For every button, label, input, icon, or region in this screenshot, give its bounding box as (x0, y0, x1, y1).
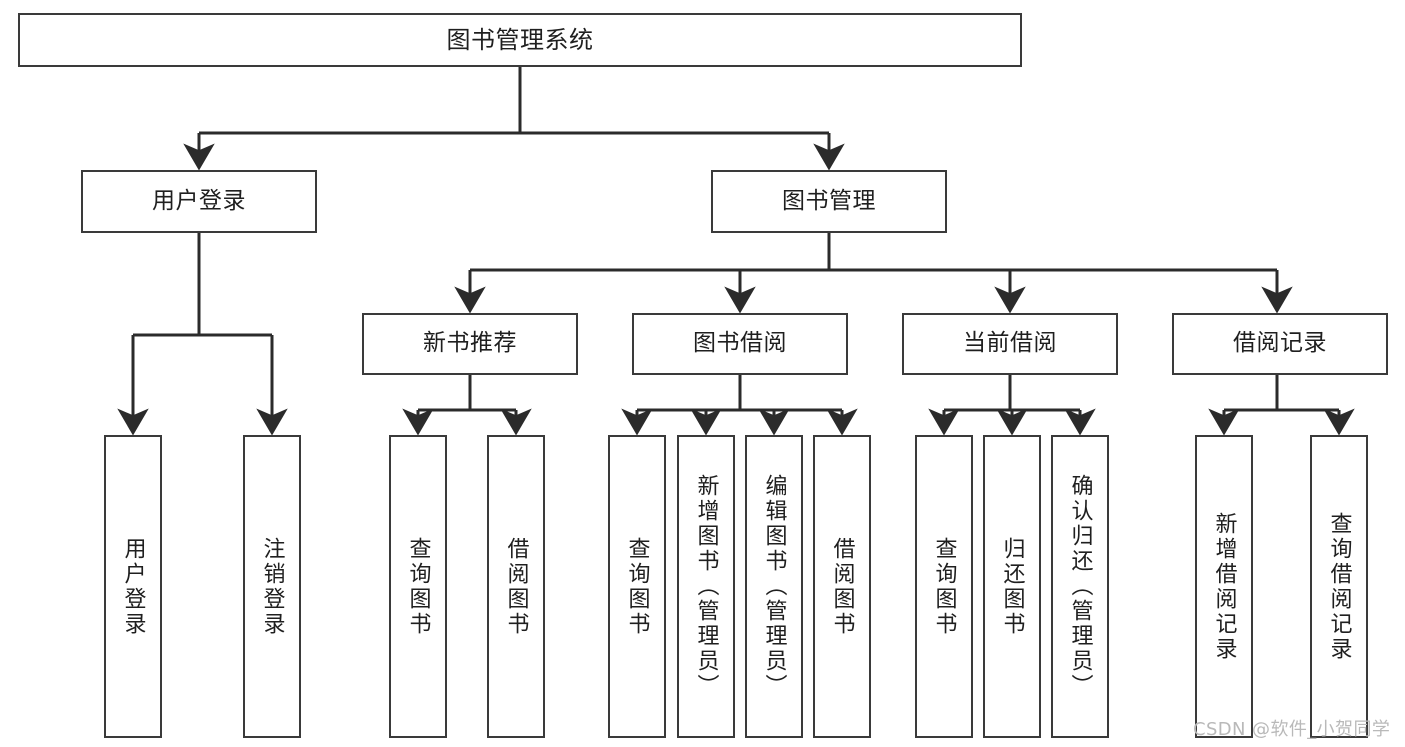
leaf-logout[interactable]: 注销登录 (243, 435, 301, 738)
leaf-query-borrow-record[interactable]: 查询借阅记录 (1310, 435, 1368, 738)
leaf-add-borrow-record-label: 新增借阅记录 (1211, 511, 1237, 662)
node-borrow-record[interactable]: 借阅记录 (1172, 313, 1388, 375)
node-new-book-recommend[interactable]: 新书推荐 (362, 313, 578, 375)
node-current-borrow[interactable]: 当前借阅 (902, 313, 1118, 375)
leaf-add-book-admin[interactable]: 新增图书（管理员） (677, 435, 735, 738)
node-root[interactable]: 图书管理系统 (18, 13, 1022, 67)
leaf-borrow-book-label: 借阅图书 (829, 536, 855, 637)
node-user-login-label: 用户登录 (152, 187, 246, 214)
leaf-query-book-new[interactable]: 查询图书 (389, 435, 447, 738)
leaf-logout-label: 注销登录 (259, 536, 285, 637)
leaf-confirm-return-admin[interactable]: 确认归还（管理员） (1051, 435, 1109, 738)
leaf-borrow-book-new[interactable]: 借阅图书 (487, 435, 545, 738)
node-user-login[interactable]: 用户登录 (81, 170, 317, 233)
leaf-edit-book-admin[interactable]: 编辑图书（管理员） (745, 435, 803, 738)
leaf-query-borrow-record-label: 查询借阅记录 (1326, 511, 1352, 662)
leaf-query-book-borrow[interactable]: 查询图书 (608, 435, 666, 738)
leaf-borrow-book-new-label: 借阅图书 (503, 536, 529, 637)
node-new-book-recommend-label: 新书推荐 (423, 330, 517, 357)
leaf-query-book-current[interactable]: 查询图书 (915, 435, 973, 738)
leaf-query-book-new-label: 查询图书 (405, 536, 431, 637)
leaf-query-book-current-label: 查询图书 (931, 536, 957, 637)
leaf-confirm-return-admin-label: 确认归还（管理员） (1067, 474, 1093, 699)
leaf-query-book-borrow-label: 查询图书 (624, 536, 650, 637)
node-book-borrow[interactable]: 图书借阅 (632, 313, 848, 375)
leaf-add-book-admin-label: 新增图书（管理员） (693, 474, 719, 699)
node-book-borrow-label: 图书借阅 (693, 330, 787, 357)
leaf-user-login[interactable]: 用户登录 (104, 435, 162, 738)
watermark: CSDN @软件_小贺同学 (1193, 719, 1391, 740)
node-book-management-label: 图书管理 (782, 187, 876, 214)
node-root-label: 图书管理系统 (446, 25, 594, 54)
leaf-add-borrow-record[interactable]: 新增借阅记录 (1195, 435, 1253, 738)
leaf-return-book-label: 归还图书 (999, 536, 1025, 637)
leaf-return-book[interactable]: 归还图书 (983, 435, 1041, 738)
leaf-edit-book-admin-label: 编辑图书（管理员） (761, 474, 787, 699)
node-borrow-record-label: 借阅记录 (1233, 330, 1327, 357)
leaf-user-login-label: 用户登录 (120, 536, 146, 637)
node-current-borrow-label: 当前借阅 (963, 330, 1057, 357)
leaf-borrow-book[interactable]: 借阅图书 (813, 435, 871, 738)
node-book-management[interactable]: 图书管理 (711, 170, 947, 233)
